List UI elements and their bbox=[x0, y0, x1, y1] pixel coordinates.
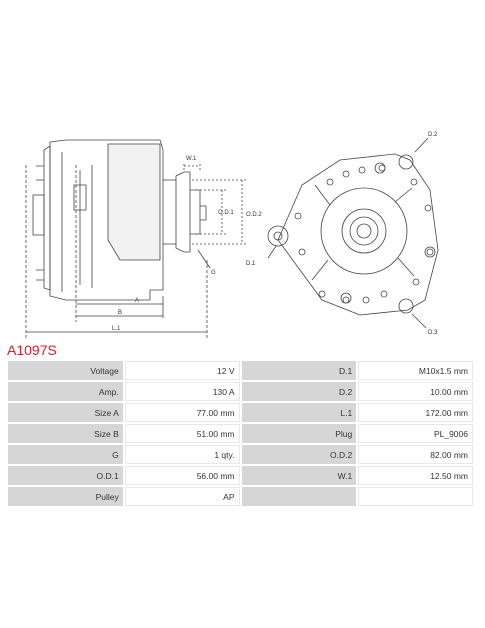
spec-label: Pulley bbox=[8, 487, 123, 506]
table-row: Size A 77.00 mm L.1 172.00 mm bbox=[8, 403, 473, 422]
label-d1: D.1 bbox=[246, 261, 256, 267]
label-g: G bbox=[211, 270, 216, 276]
table-row: Size B 51.00 mm Plug PL_9006 bbox=[8, 424, 473, 443]
front-view-mount-d3 bbox=[398, 298, 414, 314]
spec-value bbox=[358, 487, 473, 506]
label-od1: O.D.1 bbox=[218, 210, 234, 216]
spec-label: Plug bbox=[241, 424, 357, 443]
side-view-rear-cover bbox=[43, 145, 51, 291]
spec-value: M10x1.5 mm bbox=[358, 361, 473, 380]
front-view-outline bbox=[277, 153, 439, 316]
spec-label bbox=[241, 487, 357, 506]
label-d2: D.2 bbox=[428, 132, 438, 138]
spec-value: 172.00 mm bbox=[358, 403, 473, 422]
table-row: G 1 qty. O.D.2 82.00 mm bbox=[8, 445, 473, 464]
spec-table: Voltage 12 V D.1 M10x1.5 mm Amp. 130 A D… bbox=[6, 359, 475, 508]
table-row: Pulley AP bbox=[8, 487, 473, 506]
spec-value: 12.50 mm bbox=[358, 466, 473, 485]
spec-value: 82.00 mm bbox=[358, 445, 473, 464]
table-row: Amp. 130 A D.2 10.00 mm bbox=[8, 382, 473, 401]
spec-label: D.1 bbox=[241, 361, 357, 380]
spec-value: PL_9006 bbox=[358, 424, 473, 443]
spec-value: 12 V bbox=[124, 361, 240, 380]
side-view-housing-shading bbox=[107, 143, 161, 261]
table-row: O.D.1 56.00 mm W.1 12.50 mm bbox=[8, 466, 473, 485]
spec-value: 51.00 mm bbox=[124, 424, 240, 443]
label-d3: D.3 bbox=[428, 330, 438, 336]
table-row: Voltage 12 V D.1 M10x1.5 mm bbox=[8, 361, 473, 380]
label-a: A bbox=[135, 298, 139, 304]
label-l1: L.1 bbox=[112, 326, 121, 332]
front-view-mount-d2 bbox=[398, 154, 414, 170]
spec-value: 1 qty. bbox=[124, 445, 240, 464]
side-view-housing bbox=[49, 139, 164, 301]
spec-value: 130 A bbox=[124, 382, 240, 401]
spec-label: D.2 bbox=[241, 382, 357, 401]
spec-label: O.D.2 bbox=[241, 445, 357, 464]
label-w1: W.1 bbox=[186, 156, 197, 162]
spec-label: L.1 bbox=[241, 403, 357, 422]
spec-value: 77.00 mm bbox=[124, 403, 240, 422]
spec-value: 56.00 mm bbox=[124, 466, 240, 485]
spec-label: G bbox=[8, 445, 123, 464]
spec-label: Size A bbox=[8, 403, 123, 422]
pulley bbox=[175, 171, 191, 253]
spec-label: O.D.1 bbox=[8, 466, 123, 485]
spec-value: AP bbox=[124, 487, 240, 506]
spec-table-body: Voltage 12 V D.1 M10x1.5 mm Amp. 130 A D… bbox=[8, 361, 473, 506]
alternator-technical-drawing: W.1 O.D.1 O.D.2 G A B L.1 D.1 D.2 D.3 bbox=[25, 132, 439, 338]
spec-label: Voltage bbox=[8, 361, 123, 380]
spec-label: W.1 bbox=[241, 466, 357, 485]
front-view-mount-d1 bbox=[267, 225, 289, 247]
label-od2: O.D.2 bbox=[246, 212, 262, 218]
label-b: B bbox=[118, 310, 122, 316]
spec-label: Amp. bbox=[8, 382, 123, 401]
spec-label: Size B bbox=[8, 424, 123, 443]
part-number: A1097S bbox=[7, 342, 57, 358]
spec-value: 10.00 mm bbox=[358, 382, 473, 401]
